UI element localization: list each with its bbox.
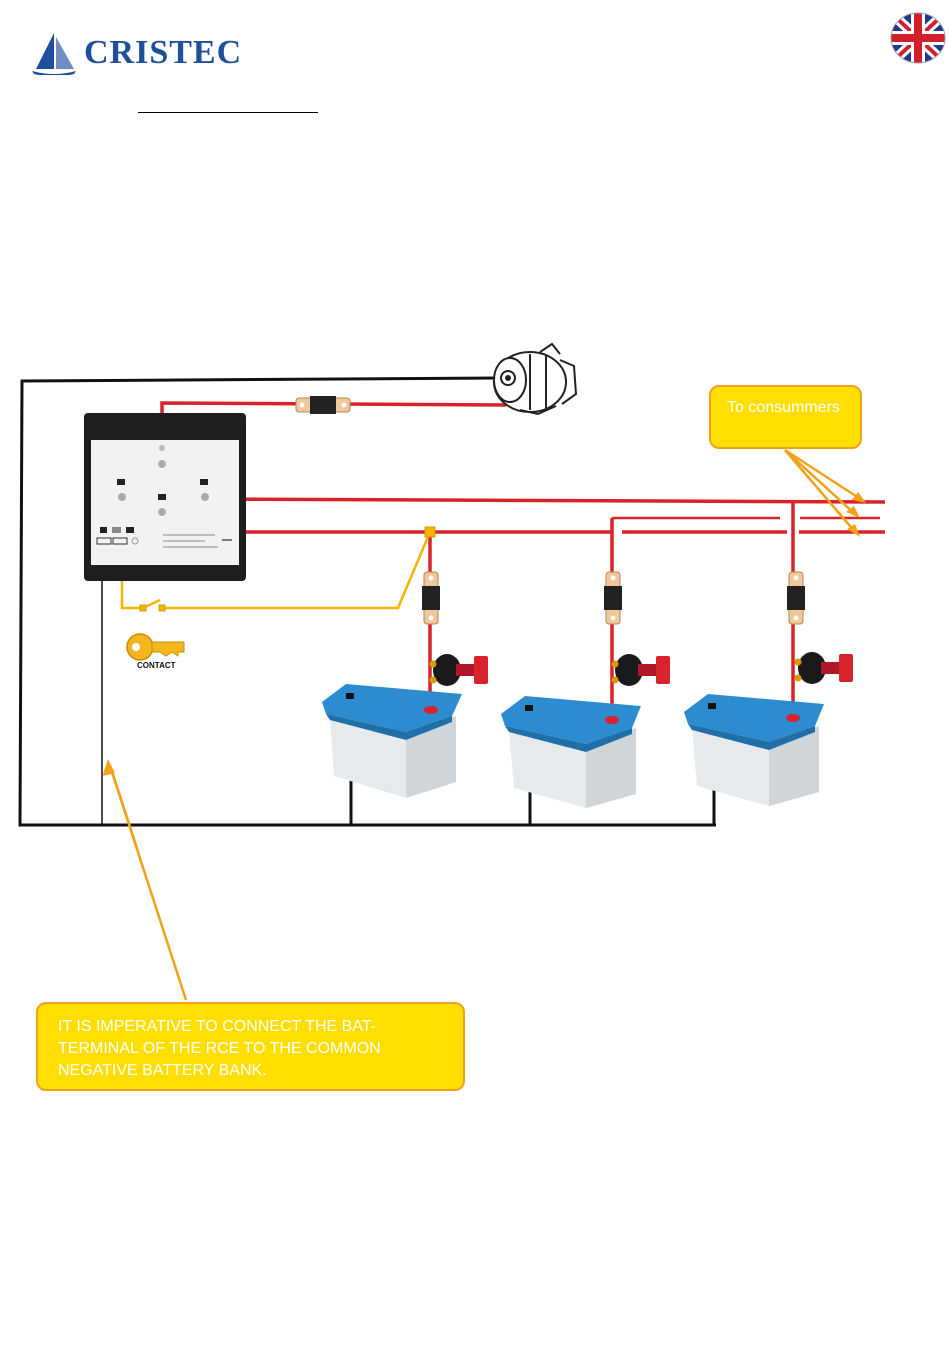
consumers-callout: To consummers <box>709 385 862 449</box>
title-underline <box>138 112 318 113</box>
battery-icon <box>322 684 824 808</box>
warning-arrow <box>0 760 300 1010</box>
ignition-key-icon <box>127 634 184 660</box>
warning-callout-text: IT IS IMPERATIVE TO CONNECT THE BAT- TER… <box>58 1018 381 1079</box>
brand-name: CRISTEC <box>84 34 242 72</box>
alternator-icon <box>494 344 576 414</box>
charge-splitter-icon <box>84 413 246 581</box>
battery-switch-icon <box>430 652 854 686</box>
warning-callout: IT IS IMPERATIVE TO CONNECT THE BAT- TER… <box>36 1002 465 1091</box>
key-label: CONTACT <box>137 661 176 670</box>
brand-logo: CRISTEC <box>30 30 242 76</box>
consumers-callout-text: To consummers <box>727 399 840 416</box>
sail-logo-icon <box>30 31 78 75</box>
uk-flag-icon <box>890 12 946 64</box>
